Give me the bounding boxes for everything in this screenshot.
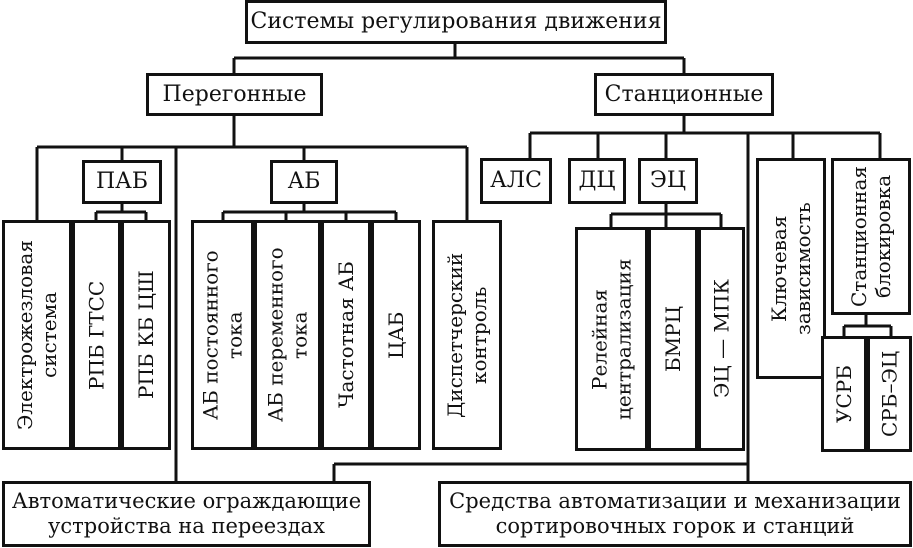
key-dependency-label: Ключевая зависимость xyxy=(767,202,815,335)
cab-label: ЦАБ xyxy=(384,311,408,359)
als-label: АЛС xyxy=(490,168,542,193)
usrb-node: УСРБ xyxy=(821,336,867,452)
cab-node: ЦАБ xyxy=(371,220,421,450)
ec-label: ЭЦ xyxy=(649,168,687,193)
dc-node: ДЦ xyxy=(568,158,626,204)
relay-centralization-node: Релейная централизация xyxy=(575,227,648,451)
relay-centralization-label: Релейная централизация xyxy=(587,258,636,420)
srb-ec-node: СРБ–ЭЦ xyxy=(867,336,912,452)
key-dependency-node: Ключевая зависимость xyxy=(756,158,826,379)
srb-ec-label: СРБ–ЭЦ xyxy=(877,350,902,438)
crossing-devices-node: Автоматические ограждающие устройства на… xyxy=(2,481,371,547)
root-title: Системы регулирования движения xyxy=(245,0,667,44)
station-block-node: Станционная блокировка xyxy=(831,158,911,315)
root-title-text: Системы регулирования движения xyxy=(250,9,662,34)
ab-dc-label: АБ постоянного тока xyxy=(198,250,247,420)
hump-automation-node: Средства автоматизации и механизации сор… xyxy=(438,481,912,547)
dispatch-control-node: Диспетчерский контроль xyxy=(432,220,502,450)
ab-freq-node: Частотная АБ xyxy=(321,220,371,450)
peregon-label: Перегонные xyxy=(162,81,307,107)
crossing-devices-label: Автоматические ограждающие устройства на… xyxy=(11,489,362,538)
station-node: Станционные xyxy=(594,73,774,116)
rpb-kb-label: РПБ КБ ЦШ xyxy=(134,270,158,400)
ab-node: АБ xyxy=(270,160,338,204)
pab-node: ПАБ xyxy=(82,160,162,204)
ec-node: ЭЦ xyxy=(638,158,698,204)
ab-dc-node: АБ постоянного тока xyxy=(191,220,254,450)
hump-automation-label: Средства автоматизации и механизации сор… xyxy=(449,489,901,538)
station-block-label: Станционная блокировка xyxy=(847,165,895,308)
ab-ac-node: АБ переменного тока xyxy=(254,220,321,450)
bmrc-label: БМРЦ xyxy=(661,305,685,373)
ab-freq-label: Частотная АБ xyxy=(334,261,358,409)
electro-staff-node: Электрожезловая система xyxy=(2,220,72,450)
ec-mpk-node: ЭЦ — МПК xyxy=(698,227,745,451)
rpb-kb-node: РПБ КБ ЦШ xyxy=(121,220,171,450)
als-node: АЛС xyxy=(480,158,552,204)
pab-label: ПАБ xyxy=(95,169,148,194)
usrb-label: УСРБ xyxy=(832,365,856,423)
rpb-gtss-node: РПБ ГТСС xyxy=(72,220,121,450)
ab-label: АБ xyxy=(287,169,321,194)
dc-label: ДЦ xyxy=(578,168,616,193)
bmrc-node: БМРЦ xyxy=(648,227,698,451)
station-label: Станционные xyxy=(604,81,764,107)
ab-ac-label: АБ переменного тока xyxy=(263,247,312,423)
peregon-node: Перегонные xyxy=(146,73,323,116)
dispatch-control-label: Диспетчерский контроль xyxy=(443,252,491,418)
electro-staff-label: Электрожезловая система xyxy=(13,240,61,430)
rpb-gtss-label: РПБ ГТСС xyxy=(84,280,109,390)
ec-mpk-label: ЭЦ — МПК xyxy=(709,279,734,399)
